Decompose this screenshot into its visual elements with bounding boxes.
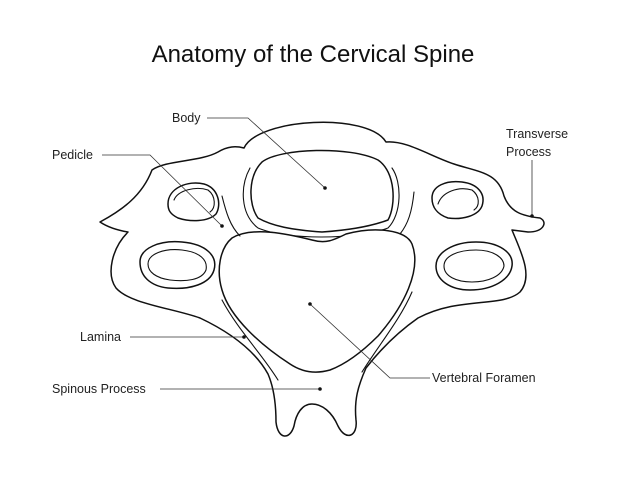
label-lamina: Lamina [80, 330, 121, 344]
pedicle-left-contour [221, 195, 241, 237]
leader-spinous-process [160, 387, 322, 391]
articular-facet-left [139, 240, 216, 290]
label-transverse-process-line1: Transverse [506, 127, 568, 141]
label-transverse-process-line2: Process [506, 145, 551, 159]
leader-pedicle [102, 154, 224, 228]
articular-facet-left-inner [147, 249, 207, 282]
label-vertebral-foramen: Vertebral Foramen [432, 371, 536, 385]
vertebral-foramen [218, 229, 416, 373]
label-body: Body [172, 111, 201, 125]
diagram-title: Anatomy of the Cervical Spine [152, 41, 475, 68]
vertebral-body-rim [242, 167, 400, 238]
label-spinous-process: Spinous Process [52, 382, 146, 396]
leader-transverse-process [530, 160, 534, 218]
transverse-foramen-right [431, 180, 484, 220]
label-pedicle: Pedicle [52, 148, 93, 162]
leader-lamina [130, 335, 246, 339]
pedicle-right-contour [399, 191, 415, 235]
transverse-foramen-right-rim [437, 188, 479, 211]
articular-facet-right-inner [443, 249, 505, 283]
vertebral-body [250, 149, 394, 233]
transverse-foramen-left-rim [173, 187, 215, 213]
lamina-left-contour [221, 299, 279, 381]
leader-body [207, 117, 327, 190]
lamina-right-contour [361, 291, 413, 373]
leader-vertebral-foramen [308, 302, 430, 379]
